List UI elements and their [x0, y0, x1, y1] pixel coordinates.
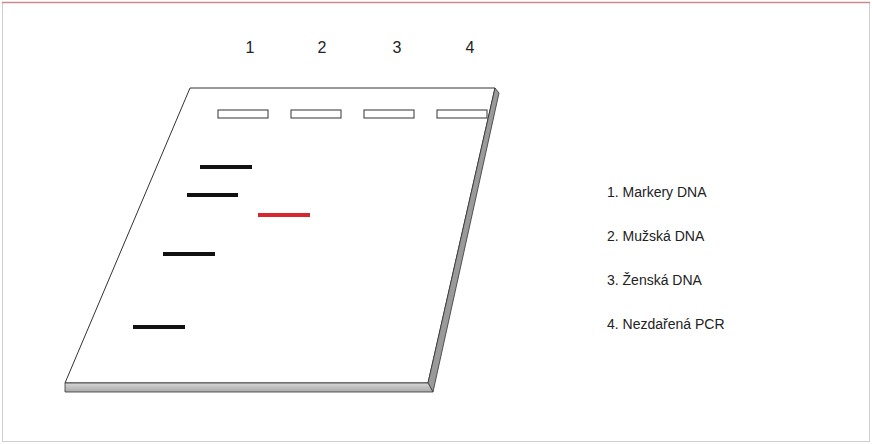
- gel-top: [65, 88, 495, 383]
- legend-item: 2. Mužská DNA: [607, 228, 704, 245]
- lane-number: 2: [318, 38, 327, 57]
- lane-number: 4: [466, 38, 475, 57]
- legend-item: 4. Nezdařená PCR: [607, 316, 725, 333]
- frame-top: [2, 2, 870, 4]
- lane-number: 3: [393, 38, 402, 57]
- gel-side: [428, 88, 499, 392]
- wells: [218, 110, 487, 118]
- lane-number: 1: [246, 38, 255, 57]
- male-band: [258, 213, 310, 217]
- legend-item: 3. Ženská DNA: [607, 272, 702, 289]
- gel-front: [65, 383, 433, 392]
- legend-item: 1. Markery DNA: [607, 184, 707, 201]
- marker-bands: [133, 165, 252, 329]
- frame: [3, 3, 870, 442]
